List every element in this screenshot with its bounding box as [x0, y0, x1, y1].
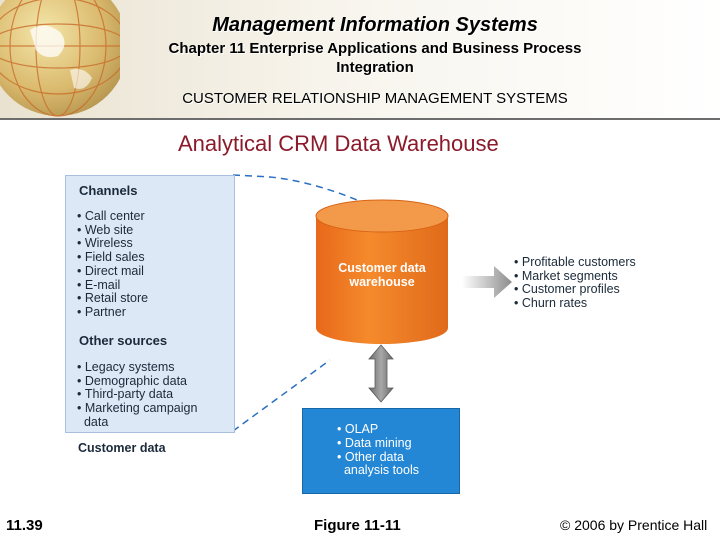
- slide-number: 11.39: [6, 517, 43, 534]
- slide-title: Analytical CRM Data Warehouse: [178, 131, 499, 156]
- outputs-list: Profitable customers Market segments Cus…: [514, 255, 636, 311]
- dashed-line-bottom: [232, 359, 331, 432]
- warehouse-cylinder: [315, 199, 449, 344]
- list-item: Market segments: [514, 269, 636, 284]
- list-item: OLAP: [337, 422, 419, 437]
- warehouse: Customer data warehouse: [316, 200, 448, 346]
- analysis-tools-box: OLAP Data mining Other data analysis too…: [302, 408, 460, 494]
- globe-icon: [0, 0, 120, 117]
- chapter-title-line2: Integration: [336, 59, 414, 76]
- warehouse-label-line1: Customer data: [338, 261, 426, 275]
- channels-heading: Channels: [79, 183, 138, 198]
- customer-data-label: Customer data: [78, 441, 166, 455]
- list-item: E-mail: [77, 278, 148, 293]
- header-band: [0, 0, 720, 120]
- list-item: Customer profiles: [514, 283, 636, 297]
- sources-panel: Channels Call center Web site Wireless F…: [65, 175, 235, 433]
- list-item: Churn rates: [514, 296, 636, 311]
- channels-list: Call center Web site Wireless Field sale…: [77, 209, 148, 320]
- list-item: Direct mail: [77, 264, 148, 279]
- vertical-double-arrow-icon: [368, 344, 394, 403]
- copyright: © 2006 by Prentice Hall: [560, 517, 708, 533]
- list-item: Web site: [77, 223, 148, 238]
- chapter-title-line1: Chapter 11 Enterprise Applications and B…: [168, 40, 582, 57]
- list-item: Data mining: [337, 436, 419, 451]
- list-item: Partner: [77, 305, 148, 320]
- list-item: Demographic data: [77, 374, 197, 389]
- list-item: Retail store: [77, 292, 148, 306]
- list-item: Field sales: [77, 250, 148, 265]
- list-item: Profitable customers: [514, 255, 636, 270]
- presentation-title: Management Information Systems: [212, 14, 538, 36]
- right-arrow-icon: [462, 266, 512, 298]
- chapter-title: Chapter 11 Enterprise Applications and B…: [0, 39, 720, 77]
- warehouse-label-line2: warehouse: [349, 275, 415, 289]
- list-item-continuation: analysis tools: [343, 463, 419, 478]
- figure-label: Figure 11-11: [314, 517, 401, 534]
- list-item-continuation: data: [83, 414, 109, 429]
- list-item: Other data: [337, 450, 419, 465]
- list-item: Legacy systems: [77, 360, 197, 375]
- other-sources-heading: Other sources: [79, 333, 168, 348]
- other-sources-list: Legacy systems Demographic data Third-pa…: [77, 360, 198, 430]
- list-item: Marketing campaign: [77, 401, 198, 416]
- section-title: CUSTOMER RELATIONSHIP MANAGEMENT SYSTEMS: [182, 90, 568, 107]
- list-item: Third-party data: [77, 388, 197, 402]
- analysis-tools-list: OLAP Data mining Other data analysis too…: [337, 422, 419, 478]
- list-item: Call center: [77, 209, 148, 224]
- list-item: Wireless: [77, 237, 148, 251]
